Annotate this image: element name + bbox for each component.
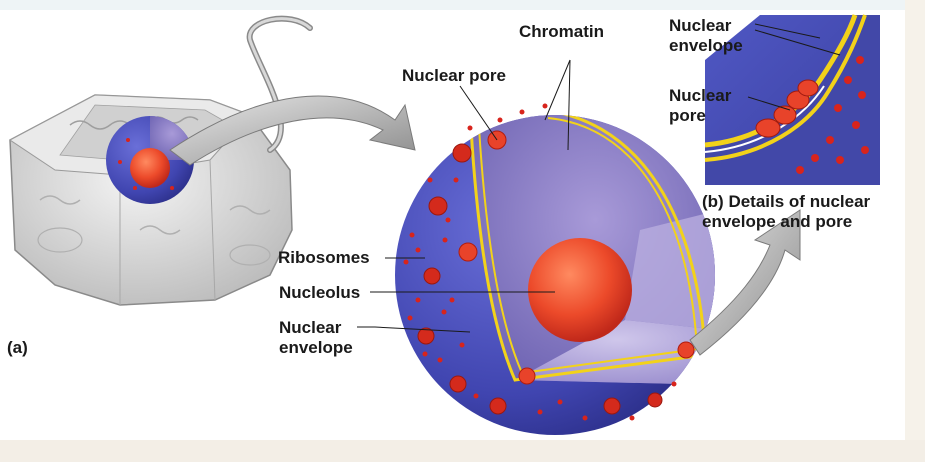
cell-cutaway: [9, 15, 313, 306]
bottom-tint: [0, 440, 925, 462]
detail-pore: [755, 79, 819, 138]
right-tint: [905, 0, 925, 462]
label-nuclear-envelope-line2: envelope: [279, 338, 353, 357]
label-detail-envelope-line2: envelope: [669, 36, 743, 55]
nucleolus: [528, 238, 632, 342]
detail-inset: [704, 14, 880, 185]
caption-panel-b-line1: (b) Details of nuclear: [702, 192, 870, 211]
label-detail-pore-line1: Nuclear: [669, 86, 732, 105]
label-nuclear-pore: Nuclear pore: [402, 66, 506, 85]
caption-panel-b-tag: (b): [702, 192, 724, 211]
label-nuclear-envelope-line1: Nuclear: [279, 318, 342, 337]
ribosomes: [403, 103, 677, 421]
label-detail-pore-line2: pore: [669, 106, 706, 125]
top-tint: [0, 0, 925, 10]
zoom-arrow-to-detail: [689, 209, 801, 356]
label-detail-envelope-line1: Nuclear: [669, 16, 732, 35]
caption-panel-b-line2: envelope and pore: [702, 212, 853, 231]
caption-panel-b-text1: Details of nuclear: [728, 192, 871, 211]
leader-lines: [357, 23, 841, 333]
label-nucleolus: Nucleolus: [279, 283, 361, 302]
label-chromatin: Chromatin: [519, 22, 604, 41]
nucleus-large: [395, 103, 715, 435]
label-panel-a: (a): [7, 338, 28, 357]
zoom-arrow-to-nucleus: [169, 95, 416, 166]
label-ribosomes: Ribosomes: [278, 248, 370, 267]
